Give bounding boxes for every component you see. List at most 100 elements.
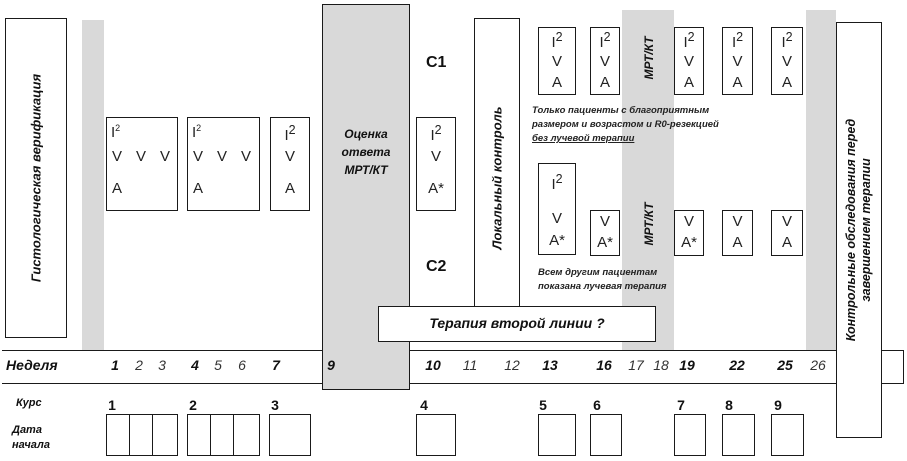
timeline-bar bbox=[2, 350, 904, 384]
second-line-therapy-box: Терапия второй линии ? bbox=[378, 306, 656, 342]
drug-a: A bbox=[551, 74, 562, 91]
drug-i2: I2 bbox=[599, 30, 611, 51]
arm-c1-label: C1 bbox=[426, 54, 447, 71]
drug-i2: I2 bbox=[683, 30, 695, 51]
drug-v: V bbox=[781, 53, 792, 70]
week-5: 5 bbox=[214, 357, 222, 373]
drug-v-week2: V bbox=[136, 148, 147, 165]
drug-v-week4: V bbox=[193, 148, 204, 165]
course-3: 3 bbox=[271, 397, 279, 413]
week-2: 2 bbox=[135, 357, 143, 373]
course-row-label: Курс bbox=[16, 397, 42, 409]
week-9: 9 bbox=[327, 357, 335, 373]
drug-v: V bbox=[551, 210, 562, 227]
gray-band-week1 bbox=[82, 20, 104, 380]
local-control-label: Локальный контроль bbox=[489, 106, 505, 250]
drug-i2: I2 bbox=[551, 30, 563, 51]
week-11: 11 bbox=[462, 357, 478, 373]
course-4-box: I2 V A* bbox=[416, 117, 456, 211]
drug-i2: I2 bbox=[192, 123, 202, 141]
local-control-box: Локальный контроль bbox=[474, 18, 520, 338]
c1-course-5-box: I2 V A bbox=[538, 27, 576, 95]
drug-v-week6: V bbox=[241, 148, 252, 165]
week-26: 26 bbox=[810, 357, 826, 373]
start-date-cell-week4[interactable] bbox=[187, 414, 211, 456]
course-7: 7 bbox=[677, 397, 685, 413]
c1-course-7-box: I2 V A bbox=[674, 27, 704, 95]
course-6: 6 bbox=[593, 397, 601, 413]
induction-course-2-box: I2 V V V A bbox=[187, 117, 260, 211]
course-8: 8 bbox=[725, 397, 733, 413]
final-examination-label: Контрольные обследования перед завершени… bbox=[844, 118, 873, 342]
drug-v: V bbox=[284, 148, 295, 165]
c1-mrt-label: МРТ/КТ bbox=[642, 36, 656, 80]
week-16: 16 bbox=[596, 357, 612, 373]
response-evaluation-label: Оценка ответа МРТ/КТ bbox=[341, 127, 391, 177]
start-date-cell-week13[interactable] bbox=[538, 414, 576, 456]
drug-v-week1: V bbox=[112, 148, 123, 165]
course-4: 4 bbox=[420, 397, 428, 413]
week-1: 1 bbox=[111, 357, 119, 373]
drug-a: A bbox=[599, 74, 610, 91]
start-date-cell-week5[interactable] bbox=[210, 414, 234, 456]
drug-a: A bbox=[732, 74, 743, 91]
week-17: 17 bbox=[628, 357, 644, 373]
drug-v: V bbox=[781, 213, 792, 230]
c1-note: Только пациенты с благоприятным размером… bbox=[532, 105, 719, 144]
drug-v: V bbox=[732, 53, 743, 70]
drug-a-star: A* bbox=[549, 232, 565, 249]
week-6: 6 bbox=[238, 357, 246, 373]
drug-i2: I2 bbox=[551, 172, 563, 193]
drug-a: A bbox=[284, 180, 295, 197]
drug-a-star: A* bbox=[428, 180, 444, 197]
start-date-cell-week7[interactable] bbox=[269, 414, 311, 456]
start-date-cell-week10[interactable] bbox=[416, 414, 456, 456]
drug-i2: I2 bbox=[284, 123, 296, 144]
course-5: 5 bbox=[539, 397, 547, 413]
start-date-cell-week25[interactable] bbox=[771, 414, 804, 456]
c2-course-6-box: V A* bbox=[590, 210, 620, 256]
c2-course-9-box: V A bbox=[771, 210, 803, 256]
drug-a-star: A* bbox=[597, 234, 613, 251]
start-date-cell-week16[interactable] bbox=[590, 414, 622, 456]
week-19: 19 bbox=[679, 357, 695, 373]
arm-c2-label: C2 bbox=[426, 258, 447, 275]
drug-v: V bbox=[683, 53, 694, 70]
second-line-therapy-label: Терапия второй линии ? bbox=[429, 315, 605, 331]
course-9: 9 bbox=[774, 397, 782, 413]
course-2: 2 bbox=[189, 397, 197, 413]
c2-mrt-label: МРТ/КТ bbox=[642, 202, 656, 246]
histology-verification-label: Гистологическая верификация bbox=[28, 73, 44, 283]
c1-course-6-box: I2 V A bbox=[590, 27, 620, 95]
histology-verification-box: Гистологическая верификация bbox=[5, 18, 67, 338]
drug-i2: I2 bbox=[781, 30, 793, 51]
start-date-cell-week22[interactable] bbox=[722, 414, 755, 456]
start-date-cell-week2[interactable] bbox=[129, 414, 153, 456]
week-10: 10 bbox=[425, 357, 441, 373]
final-examination-box: Контрольные обследования перед завершени… bbox=[836, 22, 882, 438]
start-date-cell-week6[interactable] bbox=[233, 414, 260, 456]
c2-course-5-box: I2 V A* bbox=[538, 163, 576, 255]
drug-i2: I2 bbox=[430, 123, 442, 144]
start-date-cell-week3[interactable] bbox=[152, 414, 178, 456]
induction-course-3-box: I2 V A bbox=[270, 117, 310, 211]
start-date-cell-week1[interactable] bbox=[106, 414, 130, 456]
drug-v: V bbox=[683, 213, 694, 230]
c2-note: Всем другим пациентам показана лучевая т… bbox=[538, 267, 667, 292]
drug-a: A bbox=[781, 234, 792, 251]
drug-v-week5: V bbox=[217, 148, 228, 165]
c1-course-8-box: I2 V A bbox=[722, 27, 753, 95]
drug-v: V bbox=[430, 148, 441, 165]
week-3: 3 bbox=[158, 357, 166, 373]
drug-a: A bbox=[781, 74, 792, 91]
week-18: 18 bbox=[653, 357, 669, 373]
start-date-cell-week19[interactable] bbox=[674, 414, 706, 456]
induction-course-1-box: I2 V V V A bbox=[106, 117, 178, 211]
week-13: 13 bbox=[542, 357, 558, 373]
week-12: 12 bbox=[504, 357, 520, 373]
gray-band-week26 bbox=[806, 10, 836, 380]
drug-a-star: A* bbox=[681, 234, 697, 251]
drug-v: V bbox=[551, 53, 562, 70]
drug-a: A bbox=[732, 234, 743, 251]
course-1: 1 bbox=[108, 397, 116, 413]
